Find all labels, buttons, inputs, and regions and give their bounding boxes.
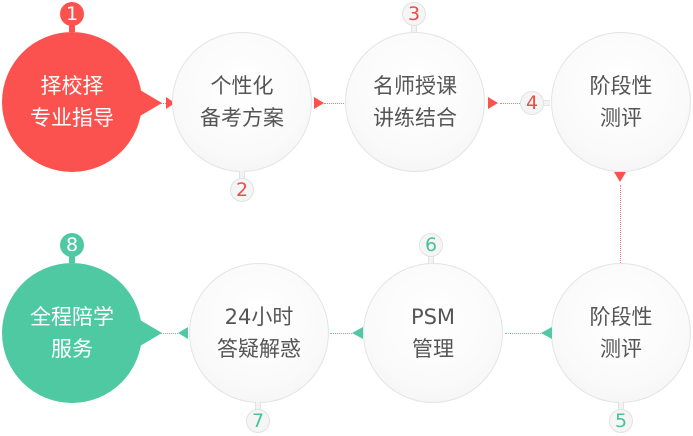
step-number: 8: [65, 234, 79, 256]
step-title-line1: 名师授课: [373, 74, 457, 98]
badge-stem: [69, 24, 75, 32]
step-number: 1: [65, 3, 79, 25]
pointer-right-icon: [140, 320, 162, 346]
badge-stem: [428, 256, 434, 264]
step-title-line2: 答疑解惑: [217, 337, 301, 361]
step-number: 3: [407, 3, 421, 25]
connector-4-5: [620, 185, 621, 265]
step-title-line2: 服务: [51, 337, 93, 361]
step-title-line2: 备考方案: [200, 106, 284, 130]
badge-stem: [255, 402, 261, 410]
step-5-circle: 阶段性 测评: [551, 263, 691, 403]
step-title-line1: 阶段性: [589, 74, 653, 98]
step-1-circle: 择校择 专业指导: [2, 32, 142, 172]
step-title-line2: 测评: [600, 106, 642, 130]
step-title-line2: 测评: [600, 337, 642, 361]
step-number-badge: 4: [520, 91, 544, 115]
connector-3-4: [500, 103, 520, 104]
arrow-left-icon: [178, 327, 188, 339]
step-title-line1: PSM: [410, 305, 456, 329]
arrow-right-icon: [166, 97, 175, 109]
badge-stem: [618, 402, 624, 410]
badge-stem: [239, 171, 245, 179]
step-number: 5: [614, 410, 628, 432]
badge-stem: [542, 100, 550, 106]
step-4-circle: 阶段性 测评: [551, 32, 691, 172]
step-2-circle: 个性化 备考方案: [172, 32, 312, 172]
step-number-badge: 5: [609, 409, 633, 433]
arrow-right-icon: [314, 97, 324, 109]
step-number: 4: [525, 92, 539, 114]
step-title-line1: 个性化: [210, 74, 274, 98]
step-7-circle: 24小时 答疑解惑: [189, 263, 329, 403]
connector-5-6: [505, 333, 543, 334]
step-6-circle: PSM 管理: [363, 263, 503, 403]
step-title-line1: 择校择: [40, 74, 104, 98]
step-title-line2: 讲练结合: [373, 106, 457, 130]
step-number: 7: [251, 410, 265, 432]
badge-stem: [69, 255, 75, 263]
arrow-left-icon: [352, 327, 363, 339]
step-number: 2: [235, 179, 249, 201]
step-number-badge: 7: [246, 409, 270, 433]
step-number-badge: 1: [60, 2, 84, 26]
step-title-line1: 阶段性: [589, 305, 653, 329]
arrow-left-icon: [541, 327, 552, 339]
step-number-badge: 3: [402, 2, 426, 26]
step-number: 6: [424, 234, 438, 256]
step-number-badge: 8: [60, 233, 84, 257]
step-3-circle: 名师授课 讲练结合: [345, 32, 485, 172]
connector-7-8: [158, 333, 178, 334]
arrow-down-icon: [614, 172, 626, 182]
step-8-circle: 全程陪学 服务: [2, 263, 142, 403]
step-title-line2: 专业指导: [30, 106, 114, 130]
step-number-badge: 2: [230, 178, 254, 202]
step-title-line1: 全程陪学: [30, 305, 114, 329]
connector-2-3: [324, 103, 346, 104]
step-title-line1: 24小时: [224, 305, 294, 329]
arrow-right-icon: [488, 97, 498, 109]
step-number-badge: 6: [419, 233, 443, 257]
step-title-line2: 管理: [412, 337, 454, 361]
connector-6-7: [330, 333, 352, 334]
badge-stem: [411, 24, 417, 32]
pointer-right-icon: [140, 90, 162, 116]
